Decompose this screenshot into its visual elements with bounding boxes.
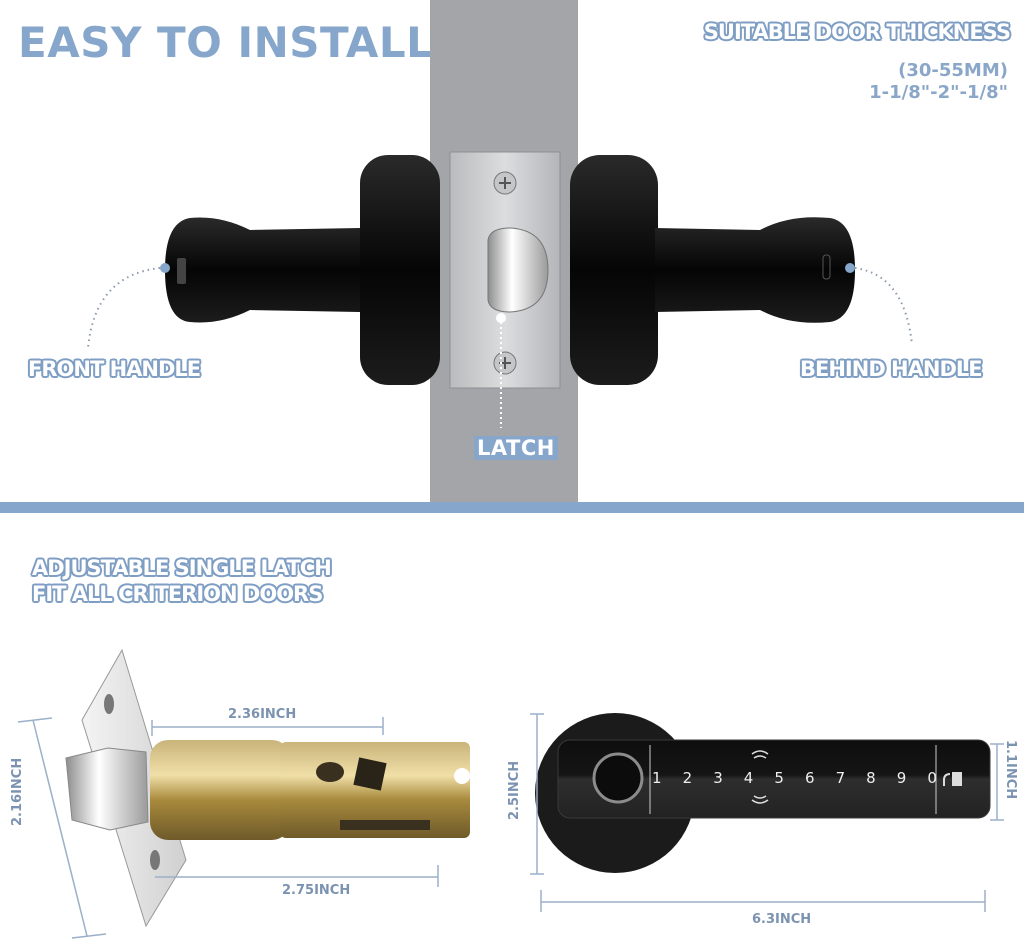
smart-handle-illustration bbox=[530, 713, 1004, 912]
keypad-digit[interactable]: 8 bbox=[866, 769, 876, 787]
keypad-digit[interactable]: 5 bbox=[774, 769, 784, 787]
keypad-digit[interactable]: 2 bbox=[682, 769, 693, 787]
keypad-digit[interactable]: 0 bbox=[927, 769, 937, 787]
latch-total-length: 2.75INCH bbox=[282, 883, 351, 898]
keypad-digit[interactable]: 9 bbox=[896, 769, 907, 787]
behind-handle-label: BEHIND HANDLE bbox=[800, 357, 983, 381]
lock-assembly-illustration bbox=[87, 151, 913, 428]
keypad: 1 2 3 4 5 6 7 8 9 0 bbox=[652, 769, 937, 787]
keypad-digit[interactable]: 1 bbox=[652, 769, 662, 787]
latch-height: 2.16INCH bbox=[10, 757, 25, 826]
fingerprint-sensor-icon bbox=[785, 743, 786, 744]
adjustable-latch-caption: ADJUSTABLE SINGLE LATCH FIT ALL CRITERIO… bbox=[32, 555, 332, 607]
caption-line-2: FIT ALL CRITERION DOORS bbox=[32, 582, 323, 606]
front-handle-label: FRONT HANDLE bbox=[28, 357, 201, 381]
keypad-digit[interactable]: 4 bbox=[743, 769, 754, 787]
handle-total-length: 6.3INCH bbox=[752, 912, 812, 927]
latch-inner-length: 2.36INCH bbox=[228, 707, 297, 722]
keypad-digit[interactable]: 7 bbox=[835, 769, 846, 787]
latch-label: LATCH bbox=[474, 436, 558, 460]
section-divider bbox=[0, 502, 1024, 513]
handle-lever-height: 1.1INCH bbox=[1003, 740, 1018, 800]
caption-line-1: ADJUSTABLE SINGLE LATCH bbox=[32, 556, 332, 580]
page-title: EASY TO INSTALL bbox=[18, 18, 434, 67]
keypad-digit[interactable]: 6 bbox=[804, 769, 815, 787]
handle-rose-height: 2.5INCH bbox=[507, 760, 522, 820]
door-thickness-title: SUITABLE DOOR THICKNESS bbox=[703, 20, 1011, 44]
door-thickness-imperial: 1-1/8"-2"-1/8" bbox=[869, 82, 1008, 103]
latch-illustration bbox=[17, 648, 470, 939]
door-thickness-metric: (30-55MM) bbox=[898, 60, 1008, 81]
keypad-digit[interactable]: 3 bbox=[713, 769, 723, 787]
